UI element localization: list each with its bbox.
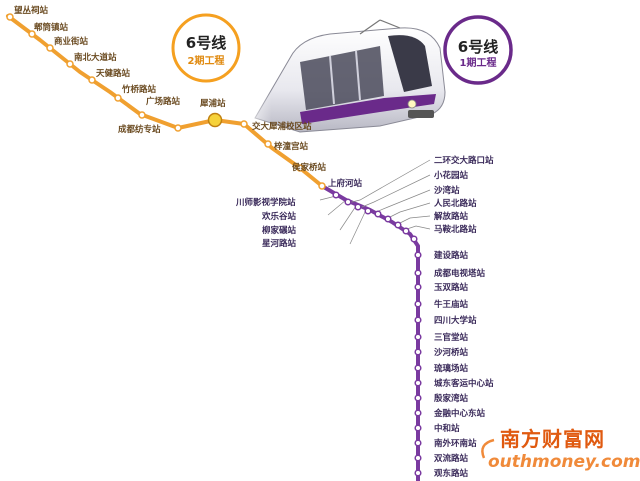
station-label: 商业街站 [54,36,89,47]
station-label: 殷家湾站 [433,393,469,404]
interchange-station-icon [207,112,223,128]
station-label: 沙湾站 [434,185,460,196]
station-label: 犀浦站 [199,98,226,109]
station-label: 二环交大路口站 [434,155,494,166]
station-label: 梓潼宫站 [274,141,309,152]
station-label: 南北大道站 [74,52,117,63]
badge-phase2: 6号线 2期工程 [171,13,241,83]
station-label: 四川大学站 [434,315,477,326]
badge-phase2-phase: 2期工程 [188,54,225,67]
stations-phase1-diagonal [332,191,418,243]
station-label: 广场路站 [146,96,181,107]
station-label: 玉双路站 [434,282,469,293]
station-label: 交大犀浦校区站 [252,121,312,132]
station-label: 双流路站 [434,453,469,464]
tram-illustration-icon [240,19,446,140]
station-label: 中和站 [434,423,460,434]
station-label: 上府河站 [328,178,363,189]
station-label: 马鞍北路站 [434,224,477,235]
leader-lines [319,159,431,245]
station-label: 柳家碾站 [262,225,297,236]
station-label: 金融中心东站 [433,408,486,419]
station-label: 小花园站 [433,170,469,181]
station-label: 成都纺专站 [118,124,161,135]
station-label: 牛王庙站 [434,299,469,310]
station-label: 欢乐谷站 [261,211,297,222]
watermark: 南方财富网 outhmoney.com [481,427,640,472]
station-label: 建设路站 [433,250,469,261]
station-label: 城东客运中心站 [434,378,494,389]
station-label: 沙河桥站 [434,347,469,358]
labels-phase1-left: 川师影视学院站 欢乐谷站 柳家碾站 星河路站 [235,197,297,249]
station-label: 成都电视塔站 [434,268,486,279]
stations-phase1-vertical [414,251,422,477]
station-label: 竹桥路站 [121,84,157,95]
station-label: 南外环南站 [434,438,477,449]
station-label: 琉璃场站 [434,363,469,374]
labels-phase1-right: 二环交大路口站 小花园站 沙湾站 人民北路站 解放路站 马鞍北路站 [433,155,494,235]
labels-phase1-vertical: 建设路站 成都电视塔站 玉双路站 牛王庙站 四川大学站 三官堂站 沙河桥站 琉璃… [433,250,494,479]
station-label: 星河路站 [262,238,297,249]
station-label: 三官堂站 [434,332,469,343]
station-label: 川师影视学院站 [235,197,296,208]
watermark-cn: 南方财富网 [500,427,605,451]
watermark-en: outhmoney.com [488,452,640,472]
badge-phase2-line: 6号线 [186,34,226,52]
station-label: 观东路站 [434,468,469,479]
badge-phase1-line: 6号线 [458,38,498,56]
labels-phase2: 望丛祠站 郫筒镇站 商业街站 南北大道站 天健路站 竹桥路站 广场路站 成都纺专… [14,5,363,189]
station-label: 郫筒镇站 [34,22,69,33]
station-label: 天健路站 [96,68,131,79]
station-label: 人民北路站 [434,198,477,209]
station-label: 望丛祠站 [14,5,49,16]
badge-phase1: 6号线 1期工程 [443,15,513,85]
station-label: 侯家桥站 [292,162,327,173]
station-label: 解放路站 [434,211,469,222]
badge-phase1-phase: 1期工程 [460,56,497,69]
stations-phase2 [6,13,326,190]
